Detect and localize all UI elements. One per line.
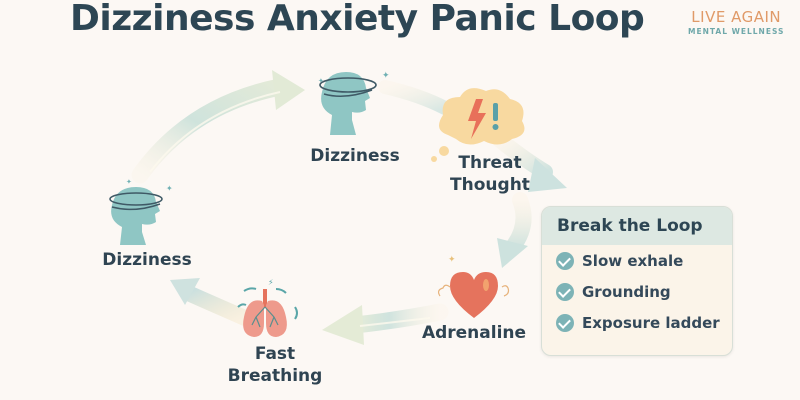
- svg-text:✦: ✦: [448, 255, 456, 265]
- node-label-dizziness-top: Dizziness: [310, 146, 400, 166]
- brand-logo: LIVE AGAIN MENTAL WELLNESS: [688, 8, 784, 36]
- brand-name: LIVE AGAIN: [691, 8, 782, 26]
- check-circle-icon: [556, 282, 574, 301]
- dizzy-head-icon: ✦ ✦: [109, 178, 173, 245]
- label-line: Fast: [254, 344, 296, 364]
- svg-text:⚡: ⚡: [268, 278, 274, 287]
- arrow-threat-to-adrenaline: [497, 192, 532, 268]
- arrow-dizziness-to-dizziness: [131, 70, 305, 184]
- svg-text:✦: ✦: [166, 184, 173, 193]
- strategy-item: Slow exhale: [542, 245, 732, 276]
- svg-text:✦: ✦: [382, 71, 390, 81]
- brand-tagline: MENTAL WELLNESS: [688, 27, 785, 36]
- label-line: Threat: [458, 153, 522, 173]
- label-line: Breathing: [227, 366, 323, 386]
- node-label-threat-thought: Threat Thought: [440, 152, 540, 196]
- label-line: Thought: [450, 175, 530, 195]
- strategy-label: Exposure ladder: [582, 313, 720, 332]
- lungs-icon: ⚡: [237, 278, 298, 337]
- strategy-label: Grounding: [582, 282, 671, 301]
- break-the-loop-panel: Break the Loop Slow exhale Grounding Exp…: [541, 206, 733, 356]
- strategy-item: Exposure ladder: [542, 307, 732, 338]
- heart-icon: ✦: [437, 255, 510, 318]
- arrow-dizziness-to-threat: [378, 80, 452, 115]
- arrow-adrenaline-to-breathing: [322, 303, 449, 345]
- page-title: Dizziness Anxiety Panic Loop: [70, 0, 645, 39]
- strategy-label: Slow exhale: [582, 251, 684, 270]
- dizzy-head-icon: ✦ ✦: [318, 71, 390, 135]
- check-circle-icon: [556, 251, 574, 270]
- svg-text:✦: ✦: [126, 178, 132, 186]
- node-label-adrenaline: Adrenaline: [421, 323, 527, 343]
- check-circle-icon: [556, 313, 574, 332]
- thought-cloud-lightning-icon: [431, 88, 525, 162]
- svg-text:✦: ✦: [318, 77, 324, 85]
- node-label-dizziness-left: Dizziness: [102, 250, 192, 270]
- strategy-item: Grounding: [542, 276, 732, 307]
- node-label-fast-breathing: Fast Breathing: [225, 343, 325, 387]
- panel-title: Break the Loop: [542, 207, 732, 245]
- arrow-breathing-to-dizziness: [170, 278, 253, 326]
